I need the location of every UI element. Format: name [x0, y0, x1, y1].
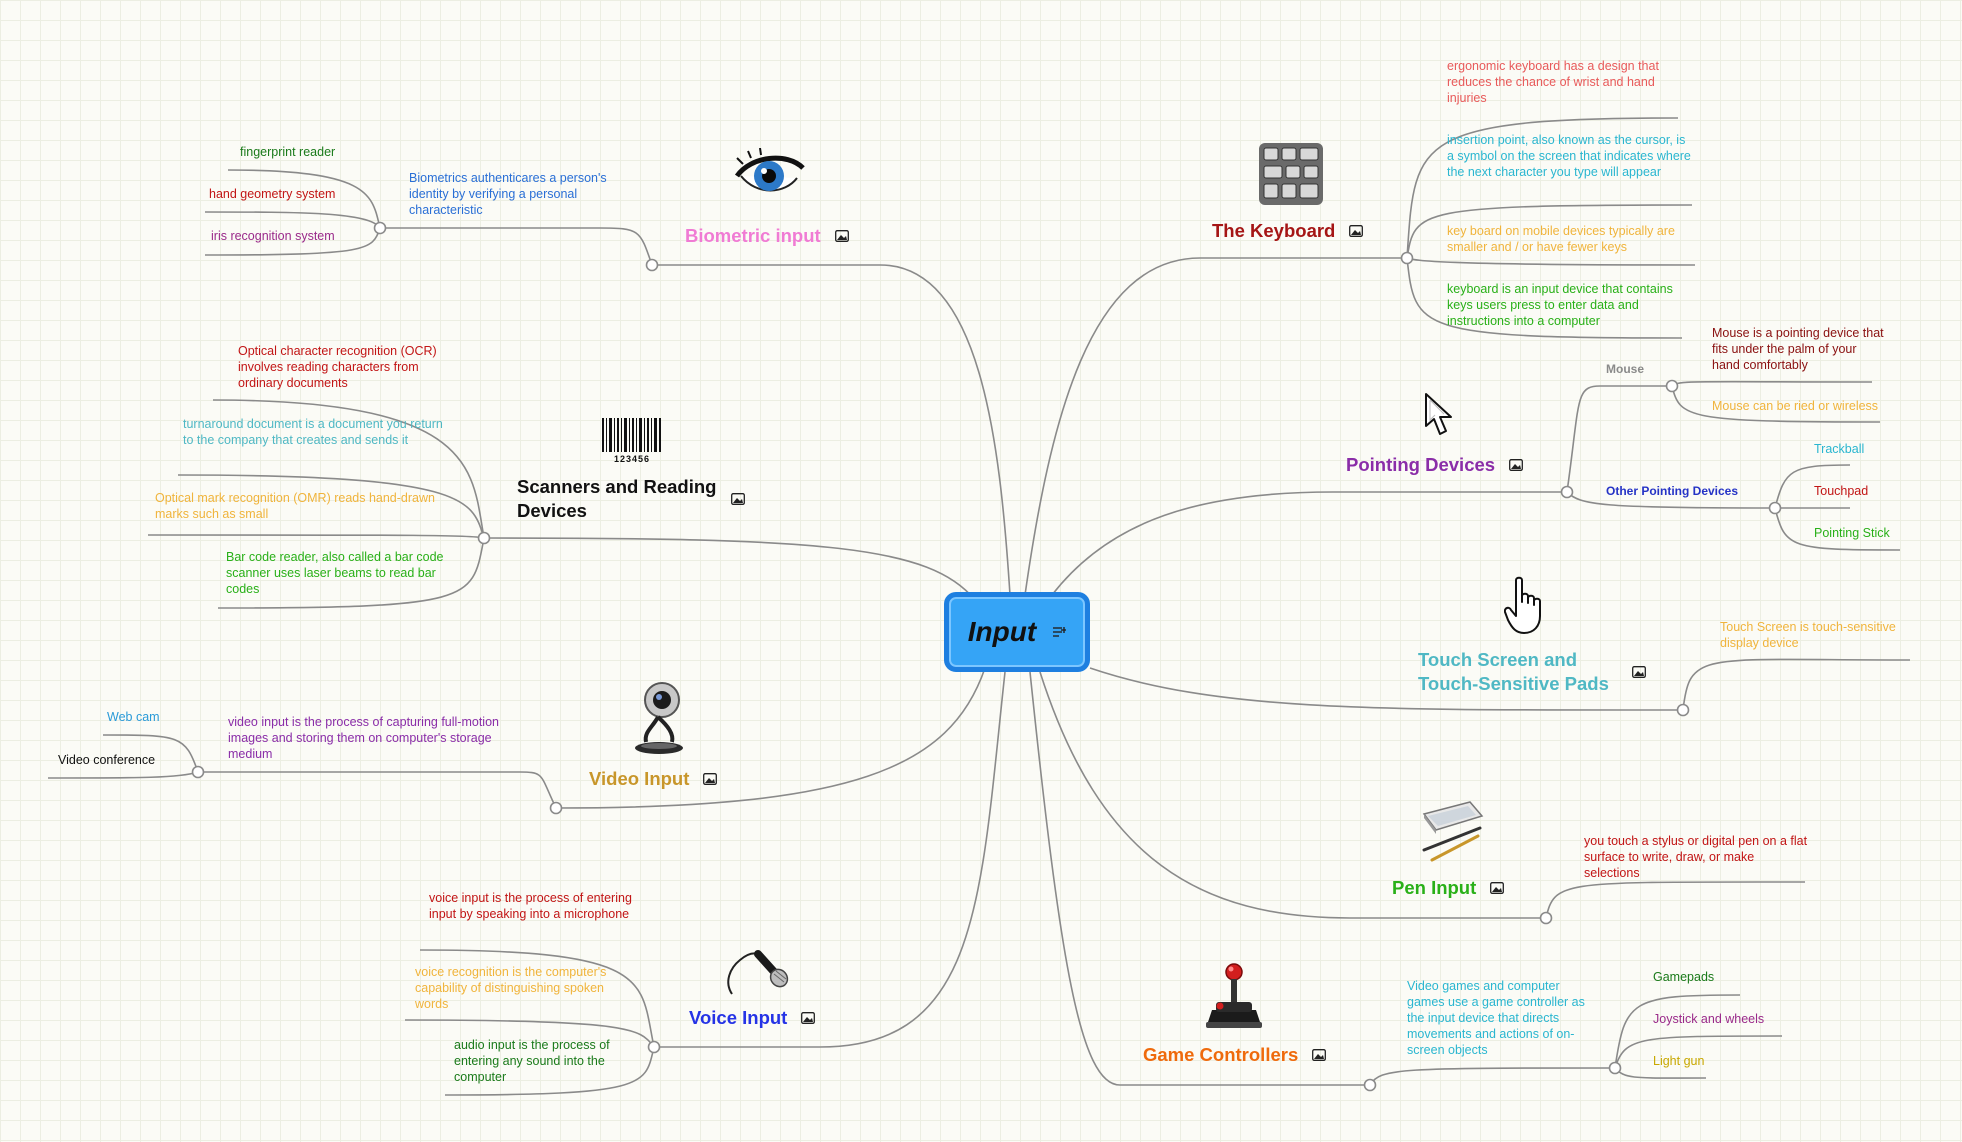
microphone-icon [727, 950, 789, 995]
image-icon[interactable] [703, 773, 718, 785]
branch-voice-input[interactable]: Voice Input [689, 1006, 816, 1030]
branch-keyboard-label: The Keyboard [1212, 220, 1336, 241]
link-pointing [1051, 491, 1567, 596]
webcam-icon [635, 682, 683, 754]
scanners-item-ocr: Optical character recognition (OCR) invo… [238, 344, 437, 390]
biometric-item-hand-geometry: hand geometry system [209, 187, 336, 201]
pointing-mouse-item-wireless: Mouse can be ried or wireless [1712, 399, 1879, 413]
branch-video-input[interactable]: Video Input [589, 767, 718, 791]
pointing-other-label: Other Pointing Devices [1606, 484, 1739, 498]
branch-biometric-input[interactable]: Biometric input [685, 224, 849, 248]
scanners-item-turnaround: turnaround document is a document you re… [183, 417, 443, 447]
pointing-mouse-item-definition: Mouse is a pointing device that fits und… [1712, 326, 1884, 372]
pen-item-definition: you touch a stylus or digital pen on a f… [1584, 834, 1808, 880]
central-topic-label: Input [967, 616, 1037, 647]
cursor-arrow-icon [1425, 393, 1452, 435]
branch-pen-input[interactable]: Pen Input [1392, 876, 1505, 900]
eye-icon [734, 148, 805, 192]
barcode-icon: 123456 [602, 418, 661, 464]
biometric-item-fingerprint: fingerprint reader [240, 145, 336, 159]
branch-pen-label: Pen Input [1392, 877, 1477, 898]
image-icon[interactable] [731, 493, 745, 505]
link-biometric [652, 264, 1011, 596]
image-icon[interactable] [1349, 225, 1364, 237]
keyboard-item-insertion-point: insertion point, also known as the curso… [1447, 133, 1691, 179]
biometric-item-iris: iris recognition system [211, 229, 335, 243]
branch-pointing-devices[interactable]: Pointing Devices [1346, 453, 1524, 477]
voice-item-voice-input: voice input is the process of entering i… [429, 891, 632, 921]
keyboard-icon [1259, 143, 1323, 205]
video-summary-text: video input is the process of capturing … [228, 715, 499, 761]
scanners-item-omr: Optical mark recognition (OMR) reads han… [155, 491, 435, 521]
biometric-summary-text: Biometrics authenticares a person's iden… [409, 171, 607, 217]
image-icon[interactable] [834, 230, 849, 242]
keyboard-item-mobile: key board on mobile devices typically ar… [1447, 224, 1675, 254]
link-pen [1039, 671, 1546, 919]
branch-game-controllers[interactable]: Game Controllers [1143, 1043, 1327, 1067]
branch-biometric-label: Biometric input [685, 225, 821, 246]
voice-item-audio-input: audio input is the process of entering a… [454, 1038, 610, 1084]
branch-touch-screen[interactable]: Touch Screen and Touch-Sensitive Pads [1418, 648, 1658, 696]
link-keyboard [1024, 257, 1407, 596]
branch-pointing-label: Pointing Devices [1346, 454, 1496, 475]
game-item-light-gun: Light gun [1653, 1054, 1705, 1068]
pointing-mouse-label: Mouse [1606, 362, 1645, 376]
branch-game-label: Game Controllers [1143, 1044, 1299, 1065]
image-icon[interactable] [1490, 882, 1505, 894]
link-game [1029, 671, 1370, 1086]
branch-video-label: Video Input [589, 768, 690, 789]
scanners-item-barcode-reader: Bar code reader, also called a bar code … [226, 550, 444, 596]
notes-icon[interactable] [1052, 626, 1067, 638]
branch-voice-label: Voice Input [689, 1007, 788, 1028]
voice-item-voice-recognition: voice recognition is the computer's capa… [415, 965, 607, 1011]
branch-keyboard[interactable]: The Keyboard [1212, 219, 1364, 243]
touch-item-definition: Touch Screen is touch-sensitive display … [1720, 620, 1896, 650]
pointing-other-pointing-stick: Pointing Stick [1814, 526, 1890, 540]
image-icon[interactable] [1509, 459, 1524, 471]
link-scanners [483, 537, 976, 601]
game-item-joystick: Joystick and wheels [1653, 1012, 1765, 1026]
link-video [555, 667, 986, 809]
branch-touch-label: Touch Screen and Touch-Sensitive Pads [1418, 649, 1609, 694]
video-item-conference: Video conference [58, 753, 156, 767]
keyboard-item-ergonomic: ergonomic keyboard has a design that red… [1447, 59, 1659, 105]
image-icon[interactable] [1632, 666, 1646, 678]
game-summary-text: Video games and computer games use a gam… [1407, 979, 1585, 1057]
link-voice [654, 671, 1006, 1048]
pointing-other-touchpad: Touchpad [1814, 484, 1869, 498]
joystick-icon [1206, 963, 1262, 1028]
branch-scanners[interactable]: Scanners and Reading Devices [517, 475, 757, 523]
barcode-digits: 123456 [614, 454, 650, 464]
branch-scanners-label: Scanners and Reading Devices [517, 476, 717, 521]
link-touch [1089, 667, 1684, 711]
video-item-webcam: Web cam [107, 710, 160, 724]
keyboard-item-definition: keyboard is an input device that contain… [1447, 282, 1673, 328]
game-item-gamepads: Gamepads [1653, 970, 1715, 984]
pointing-other-trackball: Trackball [1814, 442, 1865, 456]
image-icon[interactable] [801, 1012, 816, 1024]
central-topic-node[interactable]: Input [944, 592, 1090, 672]
stylus-tablet-icon [1422, 801, 1484, 862]
image-icon[interactable] [1312, 1049, 1327, 1061]
hand-pointer-icon [1504, 576, 1541, 634]
